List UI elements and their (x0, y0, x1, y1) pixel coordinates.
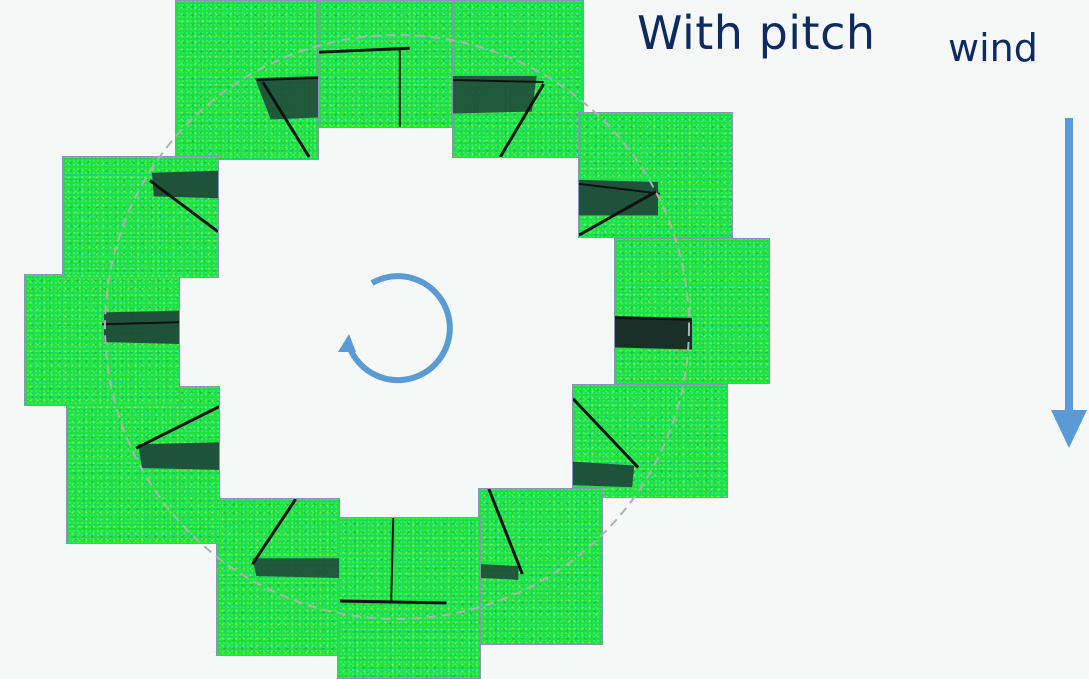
flow-image-tile (452, 0, 584, 158)
flow-image-tile (572, 384, 728, 498)
flow-image-tile (318, 0, 454, 128)
flow-image-tile (175, 0, 319, 160)
flow-image-tile (24, 274, 180, 406)
flow-image-tile (216, 498, 340, 656)
diagram-title: With pitch (637, 6, 876, 60)
rotation-arrow-icon (338, 276, 450, 380)
flow-image-tile (578, 112, 733, 238)
flow-image-tile (614, 238, 770, 384)
wind-label: wind (948, 26, 1038, 70)
wind-arrow-icon (1051, 118, 1087, 448)
flow-image-tile (66, 386, 220, 544)
flow-image-tile (478, 488, 603, 645)
flow-image-tile (62, 156, 219, 278)
flow-image-tile (337, 517, 481, 679)
